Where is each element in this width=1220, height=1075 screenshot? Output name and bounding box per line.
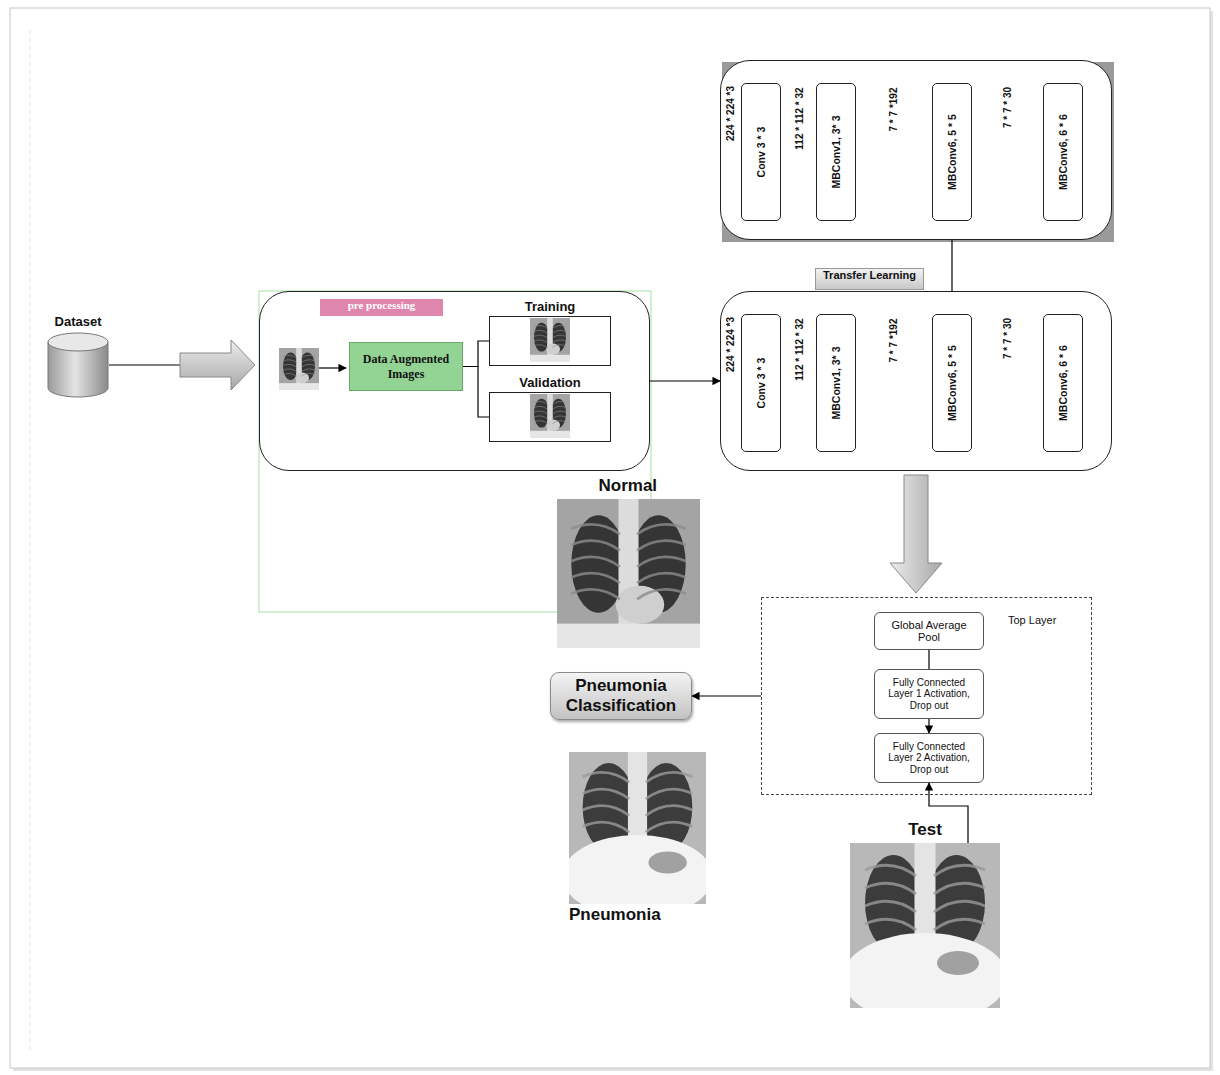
box-label: Data Augmented Images: [354, 352, 458, 382]
connector-line: [650, 380, 720, 381]
connector: [463, 367, 489, 418]
layer-label: MBConv6, 5 * 5: [946, 345, 958, 421]
panel-heading: Training: [525, 299, 576, 314]
image-panel: Training: [489, 316, 611, 366]
connector: [109, 340, 255, 390]
connector: [463, 341, 489, 367]
fine-tuned-model: Transfer LearningConv 3 * 3MBConv1, 3* 3…: [720, 291, 1112, 471]
dimension-label: 224 * 224 *3: [725, 317, 736, 372]
connector-line: [109, 364, 180, 365]
image-panel: Validation: [489, 392, 611, 442]
box-label: Fully Connected Layer 1 Activation, Drop…: [879, 677, 979, 712]
top-layer-group: Top Layer Global Average PoolFully Connec…: [761, 597, 1092, 795]
block-arrow: [180, 340, 255, 390]
layer-box: Fully Connected Layer 1 Activation, Drop…: [874, 669, 984, 719]
layer-box: Fully Connected Layer 2 Activation, Drop…: [874, 733, 984, 783]
dimension-label: 112 * 112 * 32: [793, 87, 804, 149]
connector: [890, 475, 942, 593]
group-label: Top Layer: [1008, 614, 1056, 626]
dataset-cylinder: Dataset: [47, 332, 109, 398]
layer-label: Conv 3 * 3: [755, 358, 767, 409]
layer-block: Conv 3 * 3: [741, 83, 781, 221]
layer-block: MBConv6, 5 * 5: [932, 83, 972, 221]
layer-label: MBConv6, 6 * 6: [1057, 114, 1069, 190]
layer-label: Conv 3 * 3: [755, 127, 767, 178]
cylinder-top: [48, 333, 108, 351]
augmentation-box: Data Augmented Images: [349, 342, 463, 391]
dimension-label: 224 * 224 *3: [725, 86, 736, 141]
layer-box: Global Average Pool: [874, 612, 984, 650]
layer-block: MBConv6, 5 * 5: [932, 314, 972, 452]
image-caption: Pneumonia: [569, 905, 661, 925]
connector: [692, 696, 761, 697]
layer-block: MBConv1, 3* 3: [816, 314, 856, 452]
output-box: Pneumonia Classification: [550, 672, 692, 720]
cylinder-shape: [47, 332, 109, 398]
section-tag: pre processing: [320, 299, 443, 316]
layer-block: MBConv6, 6 * 6: [1043, 83, 1083, 221]
connector-line: [463, 367, 489, 418]
layer-block: MBConv6, 6 * 6: [1043, 314, 1083, 452]
layer-block: Conv 3 * 3: [741, 314, 781, 452]
image-caption: Normal: [599, 476, 658, 496]
layer-label: MBConv1, 3* 3: [830, 347, 842, 420]
connector-line: [928, 650, 929, 669]
layer-label: MBConv1, 3* 3: [830, 116, 842, 189]
pretrained-model: Conv 3 * 3 MBConv1, 3* 3 MBConv6, 5 * 5 MBC…: [720, 60, 1112, 240]
test-image: Test: [850, 843, 1000, 1008]
layer-block: MBConv1, 3* 3: [816, 83, 856, 221]
connector-line: [692, 695, 761, 696]
connector-line: [463, 341, 489, 367]
panel-heading: Validation: [519, 375, 580, 390]
connector: [650, 381, 720, 382]
layer-label: MBConv6, 6 * 6: [1057, 345, 1069, 421]
connector: [929, 650, 930, 669]
connector-line: [928, 719, 929, 733]
preprocessing-panel: pre processingData Augmented Images Train…: [259, 291, 650, 471]
section-tag: Transfer Learning: [815, 268, 924, 290]
block-arrow: [890, 475, 942, 593]
layer-label: MBConv6, 5 * 5: [946, 114, 958, 190]
dimension-label: 112 * 112 * 32: [793, 318, 804, 380]
dataset-label: Dataset: [55, 314, 102, 329]
dimension-label: 7 * 7 *192: [888, 87, 899, 131]
dimension-label: 7 * 7 *192: [888, 318, 899, 362]
image-heading: Test: [908, 820, 942, 840]
box-label: Global Average Pool: [879, 619, 979, 643]
box-label: Fully Connected Layer 2 Activation, Drop…: [879, 741, 979, 776]
output-label: Pneumonia Classification: [555, 676, 687, 715]
connector: [929, 719, 930, 733]
dimension-label: 7 * 7 * 30: [1002, 87, 1013, 128]
dimension-label: 7 * 7 * 30: [1002, 318, 1013, 359]
